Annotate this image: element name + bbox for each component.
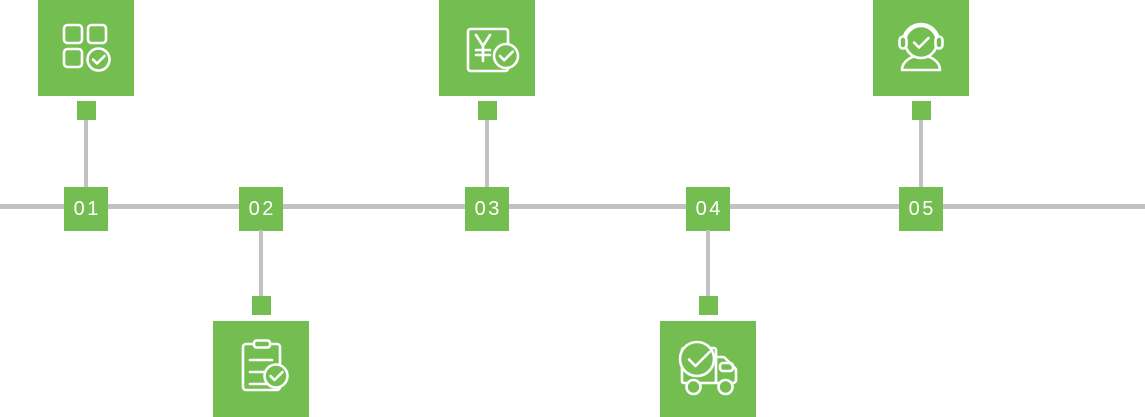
connector-line (84, 118, 88, 188)
timeline-step-3: 03 (439, 0, 535, 417)
step-number-badge[interactable]: 01 (64, 187, 108, 231)
step-4-icon-tile[interactable] (660, 321, 756, 417)
customer-service-check-icon (898, 22, 944, 72)
connector-line (259, 230, 263, 297)
step-number: 04 (695, 197, 723, 220)
step-5-icon-tile[interactable] (873, 0, 969, 96)
step-1-icon-tile[interactable] (38, 0, 134, 96)
timeline-step-4: 04 (660, 0, 756, 417)
delivery-truck-check-icon (678, 340, 738, 396)
connector-square (251, 296, 271, 315)
step-3-icon-tile[interactable] (439, 0, 535, 96)
product-grid-check-icon (62, 23, 111, 72)
timeline-step-2: 02 (213, 0, 309, 417)
timeline-step-1: 01 (38, 0, 134, 417)
step-number: 01 (73, 197, 101, 220)
yen-payment-check-icon (466, 27, 520, 73)
step-2-icon-tile[interactable] (213, 321, 309, 417)
connector-line (919, 118, 923, 188)
connector-square (76, 101, 96, 120)
step-number-badge[interactable]: 02 (239, 187, 283, 231)
connector-square (698, 296, 718, 315)
timeline-step-5: 05 (873, 0, 969, 417)
step-number: 02 (248, 197, 276, 220)
step-number-badge[interactable]: 05 (899, 187, 943, 231)
connector-line (706, 230, 710, 297)
connector-line (485, 118, 489, 188)
connector-square (477, 101, 497, 120)
step-number-badge[interactable]: 03 (465, 187, 509, 231)
step-number: 05 (908, 197, 936, 220)
step-number: 03 (474, 197, 502, 220)
clipboard-check-icon (241, 339, 289, 392)
timeline-axis (0, 204, 1145, 209)
step-number-badge[interactable]: 04 (686, 187, 730, 231)
connector-square (911, 101, 931, 120)
